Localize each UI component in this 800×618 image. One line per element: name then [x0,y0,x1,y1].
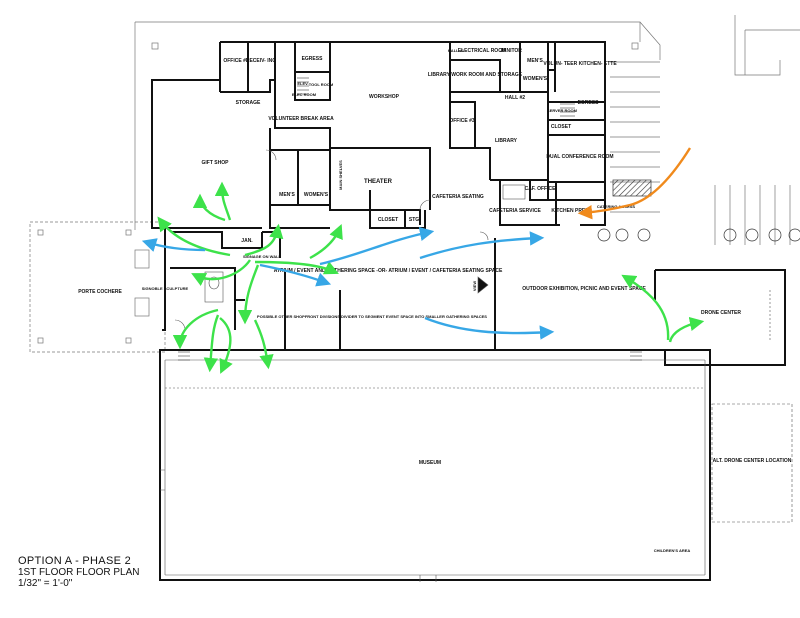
room-labels: OFFICE #1 RECEIV- ING EGRESS STORAGE TOO… [78,48,792,553]
label-volunteer-kitchenette: VOLUN- TEER KITCHEN- ETTE [543,61,617,67]
label-hall2: HALL #2 [505,95,525,101]
label-atrium-note: POSSIBLE OTHER SHOPFRONT DIVISIONS DIVID… [257,314,487,319]
label-atrium: ATRIUM / EVENT AND GATHERING SPACE -OR- … [274,268,503,274]
label-elev: ELEV. [297,81,308,86]
green-arrow [668,316,705,343]
label-theater: THEATER [364,179,393,185]
green-arrow [203,314,220,373]
label-main-shelves: MAIN SHELVES [338,160,343,190]
label-alt-drone: ALT. DRONE CENTER LOCATION [713,458,792,464]
label-tool-room: TOOL ROOM [309,82,334,87]
blue-flow-arrows [141,226,555,340]
label-volunteer-break: VOLUNTEER BREAK AREA [268,116,334,122]
label-catering-access: CATERING ACCESS [597,204,636,209]
blue-arrow [424,316,555,340]
green-arrow [214,181,232,221]
label-museum: MUSEUM [419,460,441,466]
label-storage: STORAGE [236,100,261,106]
label-signage-on-wall: SIGNAGE ON WALL [243,254,282,259]
blue-arrow [319,226,435,266]
green-arrow [192,193,226,222]
label-closet-right: CLOSET [551,124,571,130]
building-walls [151,41,786,581]
label-egress-top: EGRESS [302,56,324,62]
green-flow-arrows [157,181,705,374]
label-womens-top: WOMEN'S [523,76,548,82]
plan-title: OPTION A - PHASE 2 [18,555,131,567]
label-electrical-room: ELECTRICAL ROOM [458,48,507,54]
green-arrow [237,264,260,325]
label-library: LIBRARY [495,138,518,144]
orange-arrow [577,147,692,220]
blue-arrow [259,263,332,287]
label-porte-cochere: PORTE COCHERE [78,289,122,295]
label-office3: OFFICE #3 [449,118,475,124]
green-arrow [253,319,274,370]
label-receiving: RECEIV- ING [246,58,276,64]
green-arrow [172,308,219,350]
green-arrow [254,260,339,275]
label-closet-mid: CLOSET [378,217,398,223]
interior-details [160,77,793,582]
label-elec-room-small: ELEC ROOM [292,92,317,97]
label-womens-mid: WOMEN'S [304,192,329,198]
label-egress-right: EGRESS [578,100,600,106]
label-childrens-area: CHILDREN'S AREA [654,548,691,553]
green-arrow [244,223,284,257]
label-library-work-room: LIBRARY WORK ROOM AND STORAGE [428,72,523,78]
label-gift-shop: GIFT SHOP [202,160,230,166]
blue-arrow [141,238,206,252]
label-hall1: HALL #1 [448,48,465,53]
green-arrow [309,224,343,260]
green-arrow [621,274,670,341]
site-context [29,15,800,353]
label-kitchen-prep: KITCHEN PREP [551,208,589,214]
label-dual-conference: DUAL CONFERENCE ROOM [546,154,613,160]
label-mens-mid: MEN'S [279,192,295,198]
green-arrow [219,317,233,374]
landscape-shrubs [597,179,800,242]
blue-arrow [419,231,545,260]
label-jan: JAN. [241,238,253,244]
label-mens-top: MEN'S [527,58,543,64]
plan-caption: OPTION A - PHASE 2 1ST FLOOR FLOOR PLAN … [18,555,140,590]
green-arrow [191,259,251,286]
label-drone-center: DRONE CENTER [701,310,741,316]
label-view: VIEW [472,281,477,291]
label-outdoor: OUTDOOR EXHIBITION, PICNIC AND EVENT SPA… [522,286,646,292]
label-caf-office: CAF. OFFICE [525,186,556,192]
label-office1: OFFICE #1 [223,58,249,64]
green-arrow [157,216,231,257]
label-server-room: SERVER ROOM [547,108,578,113]
label-cafeteria-service: CAFETERIA SERVICE [489,208,541,214]
orange-flow-arrow [577,147,692,220]
label-workshop: WORKSHOP [369,94,400,100]
label-janitor: JANITOR [500,48,522,54]
label-stg: STG [409,217,419,223]
label-sculpture: SIGNOBLE SCULPTURE [142,286,189,291]
plan-scale: 1/32" = 1'-0" [18,578,73,589]
label-cafeteria-seating: CAFETERIA SEATING [432,194,484,200]
plan-subtitle: 1ST FLOOR FLOOR PLAN [18,567,140,578]
